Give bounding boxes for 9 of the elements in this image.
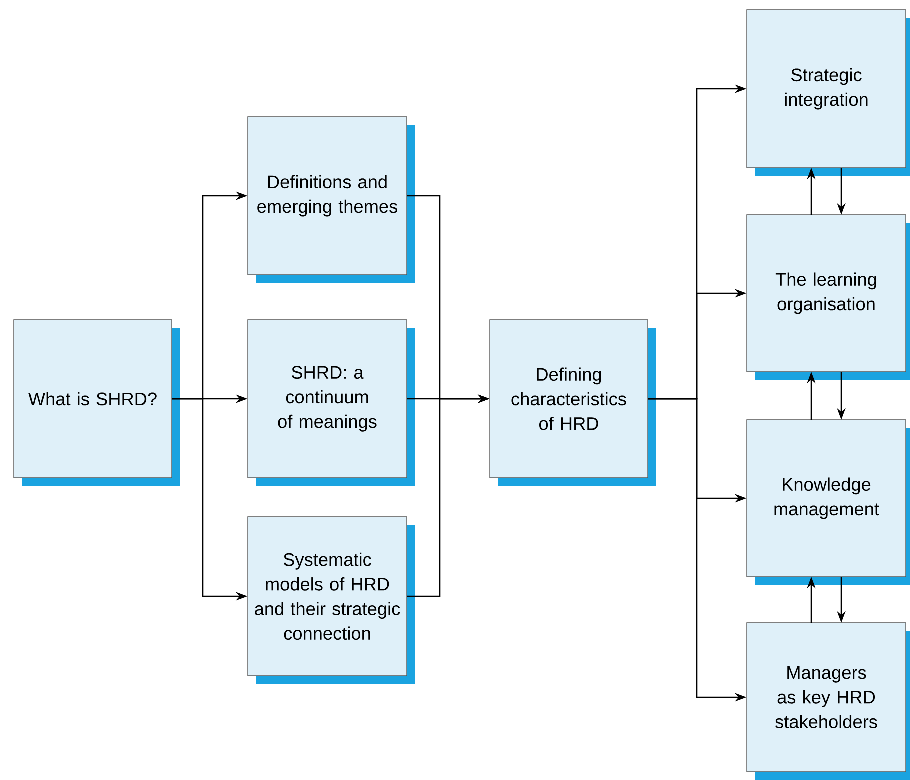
process-box: Definitions and emerging themes <box>248 116 415 283</box>
process-box: Knowledge management <box>746 420 910 585</box>
process-box: Strategic integration <box>746 10 910 176</box>
process-box: SHRD: a continuum of meanings <box>248 320 415 486</box>
process-box: Managers as key HRD stakeholders <box>746 622 910 780</box>
process-box: Defining characteristics of HRD <box>490 320 656 486</box>
process-box: What is SHRD? <box>14 320 180 486</box>
process-box: Systematic models of HRD and their strategic connection <box>248 516 415 684</box>
process-box: The learning organisation <box>746 214 910 380</box>
